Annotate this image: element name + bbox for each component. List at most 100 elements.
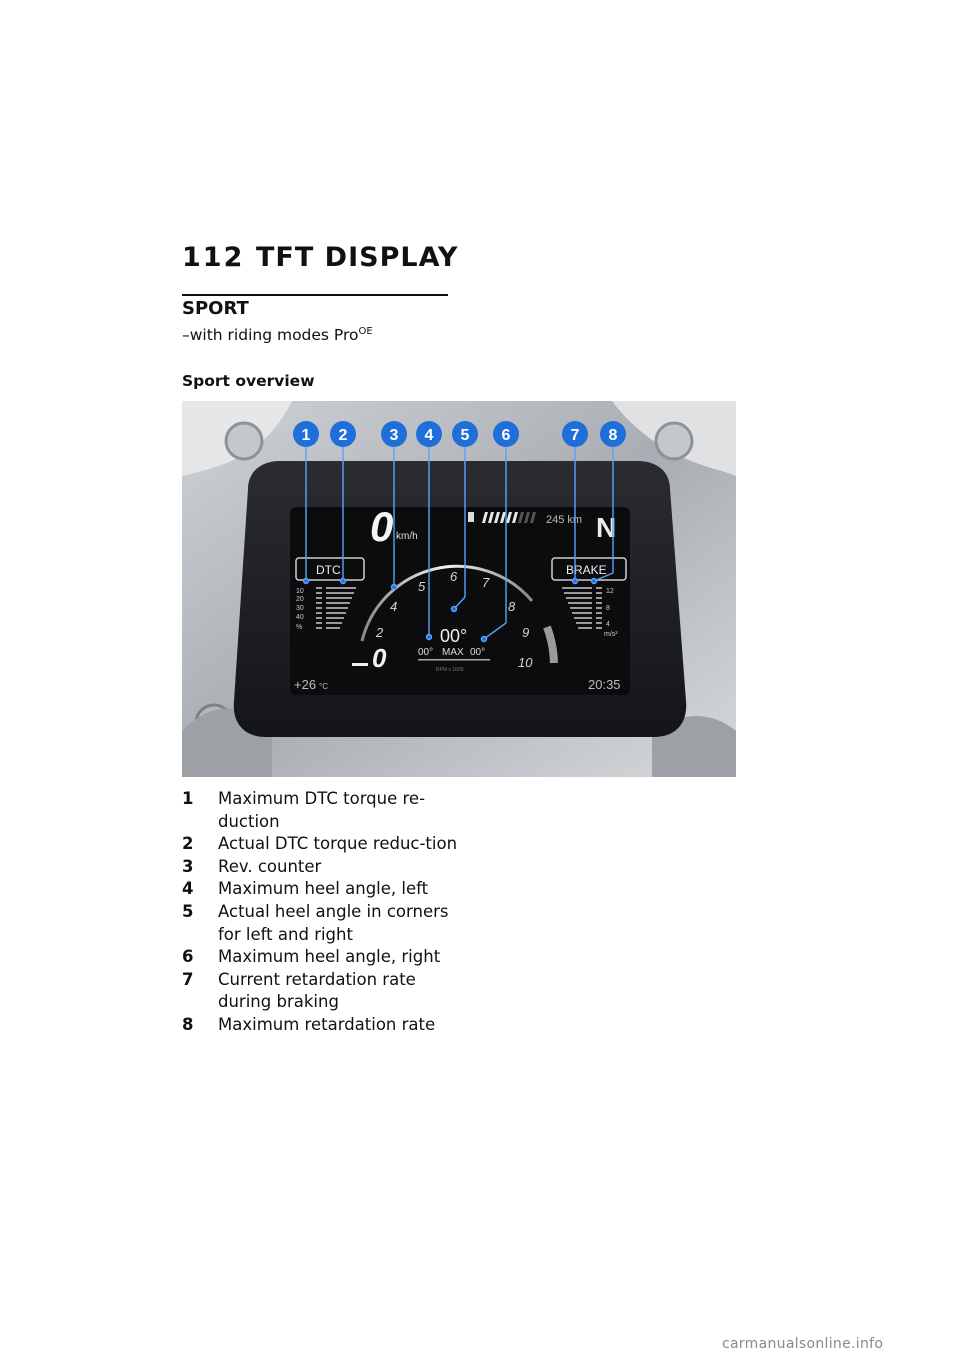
callout-marker-2: 2 bbox=[330, 421, 356, 447]
dtc-bars bbox=[316, 587, 356, 629]
section-title: SPORT bbox=[182, 298, 249, 319]
page-header: 112 TFT DISPLAY bbox=[182, 242, 482, 282]
svg-text:7: 7 bbox=[571, 427, 580, 444]
legend-number: 7 bbox=[182, 969, 194, 989]
callout-leaders bbox=[302, 447, 614, 643]
callout-marker-6: 6 bbox=[493, 421, 519, 447]
lean-angle-center: 00° bbox=[440, 626, 467, 646]
brake-label: BRAKE bbox=[566, 563, 607, 577]
temperature-unit: °C bbox=[319, 682, 328, 691]
svg-text:4: 4 bbox=[390, 599, 397, 614]
brake-bars bbox=[562, 587, 602, 629]
svg-text:5: 5 bbox=[418, 579, 426, 594]
display-screen bbox=[290, 507, 630, 695]
right-mount bbox=[654, 421, 694, 461]
callout-marker-5: 5 bbox=[452, 421, 478, 447]
svg-text:10: 10 bbox=[296, 588, 304, 595]
legend-list: 1 Maximum DTC torque re-duction 2 Actual D… bbox=[182, 788, 462, 1037]
svg-text:5: 5 bbox=[461, 427, 470, 444]
speed-unit: km/h bbox=[396, 531, 418, 542]
svg-text:4: 4 bbox=[425, 427, 434, 444]
legend-number: 3 bbox=[182, 856, 194, 876]
svg-text:12: 12 bbox=[606, 588, 614, 595]
svg-text:8: 8 bbox=[609, 427, 618, 444]
legend-number: 6 bbox=[182, 947, 194, 967]
legend-number: 1 bbox=[182, 789, 194, 808]
callout-marker-8: 8 bbox=[600, 421, 626, 447]
svg-text:2: 2 bbox=[339, 427, 348, 444]
svg-text:8: 8 bbox=[606, 605, 610, 612]
legend-text: Maximum heel angle, left bbox=[218, 879, 429, 899]
legend-text: Maximum DTC torque re-duction bbox=[218, 789, 426, 831]
svg-text:6: 6 bbox=[450, 569, 458, 584]
svg-text:7: 7 bbox=[482, 575, 490, 590]
lean-max-label: MAX bbox=[442, 647, 464, 658]
legend-item-1: 1 Maximum DTC torque re-duction bbox=[182, 788, 462, 833]
svg-text:3: 3 bbox=[390, 427, 399, 444]
legend-item-8: 8 Maximum retardation rate bbox=[182, 1014, 462, 1037]
svg-text:m/s²: m/s² bbox=[604, 631, 618, 638]
fuel-icon bbox=[468, 512, 474, 522]
callout-marker-7: 7 bbox=[562, 421, 588, 447]
dtc-box bbox=[295, 557, 365, 581]
callout-marker-1: 1 bbox=[293, 421, 319, 447]
svg-text:6: 6 bbox=[502, 427, 511, 444]
legend-text: Maximum retardation rate bbox=[218, 1014, 436, 1034]
legend-text: Rev. counter bbox=[218, 856, 322, 876]
legend-text: Actual heel angle in corners for left an… bbox=[218, 901, 449, 944]
legend-number: 4 bbox=[182, 879, 194, 899]
gear-dash bbox=[352, 663, 368, 666]
dtc-label: DTC bbox=[316, 563, 341, 577]
svg-text:1: 1 bbox=[302, 427, 311, 444]
lean-angle-left: 00° bbox=[418, 647, 433, 658]
legend-number: 2 bbox=[182, 834, 194, 854]
svg-text:30: 30 bbox=[296, 605, 304, 612]
svg-text:8: 8 bbox=[508, 599, 516, 614]
legend-number: 8 bbox=[182, 1014, 194, 1034]
rev-counter-redzone bbox=[543, 625, 558, 664]
lean-rule bbox=[418, 659, 490, 661]
dashboard-illustration: 0 km/h 245 km N DTC 10 20 30 40 % bbox=[182, 401, 736, 777]
range-readout: 245 km bbox=[546, 514, 582, 526]
brake-box bbox=[551, 557, 627, 581]
svg-text:2: 2 bbox=[375, 625, 384, 640]
svg-text:9: 9 bbox=[522, 625, 529, 640]
brake-scale: 12 8 4 m/s² bbox=[604, 588, 618, 638]
chapter-title: TFT DISPLAY bbox=[256, 242, 459, 273]
gear-big: 0 bbox=[372, 643, 387, 673]
condition-note: –with riding modes ProOE bbox=[182, 326, 373, 344]
condition-sup: OE bbox=[358, 326, 373, 337]
lean-angle-right: 00° bbox=[470, 647, 485, 658]
legend-item-4: 4 Maximum heel angle, left bbox=[182, 878, 462, 901]
rev-counter-arc bbox=[360, 564, 534, 642]
speed-readout: 0 bbox=[370, 503, 393, 550]
legend-item-5: 5 Actual heel angle in corners for left a… bbox=[182, 901, 462, 946]
subheading: Sport overview bbox=[182, 372, 315, 390]
legend-item-2: 2 Actual DTC torque reduc-tion bbox=[182, 833, 462, 856]
svg-text:10: 10 bbox=[518, 655, 533, 670]
legend-text: Actual DTC torque reduc-tion bbox=[218, 834, 458, 854]
svg-text:40: 40 bbox=[296, 614, 304, 621]
left-mount bbox=[224, 421, 264, 461]
dashboard-photo: 0 km/h 245 km N DTC 10 20 30 40 % bbox=[182, 401, 736, 777]
temperature-readout: +26 bbox=[294, 677, 316, 692]
rev-counter-labels: 2 4 5 6 7 8 9 10 bbox=[375, 569, 533, 670]
gear-indicator: N bbox=[596, 512, 616, 543]
condition-text: –with riding modes Pro bbox=[182, 326, 359, 345]
callout-marker-4: 4 bbox=[416, 421, 442, 447]
callout-marker-3: 3 bbox=[381, 421, 407, 447]
svg-text:20: 20 bbox=[296, 596, 304, 603]
legend-number: 5 bbox=[182, 901, 194, 921]
legend-item-7: 7 Current retardation rate during braking bbox=[182, 969, 462, 1014]
watermark-link[interactable]: carmanualsonline.info bbox=[722, 1336, 884, 1352]
fuel-bar bbox=[482, 512, 518, 523]
svg-text:%: % bbox=[296, 624, 302, 631]
fuel-bar-empty bbox=[518, 512, 536, 523]
svg-text:4: 4 bbox=[606, 621, 610, 628]
legend-item-3: 3 Rev. counter bbox=[182, 856, 462, 879]
section-rule bbox=[182, 294, 448, 296]
clock-readout: 20:35 bbox=[588, 677, 621, 692]
page-number: 112 bbox=[182, 242, 245, 273]
legend-text: Current retardation rate during braking bbox=[218, 969, 416, 1012]
